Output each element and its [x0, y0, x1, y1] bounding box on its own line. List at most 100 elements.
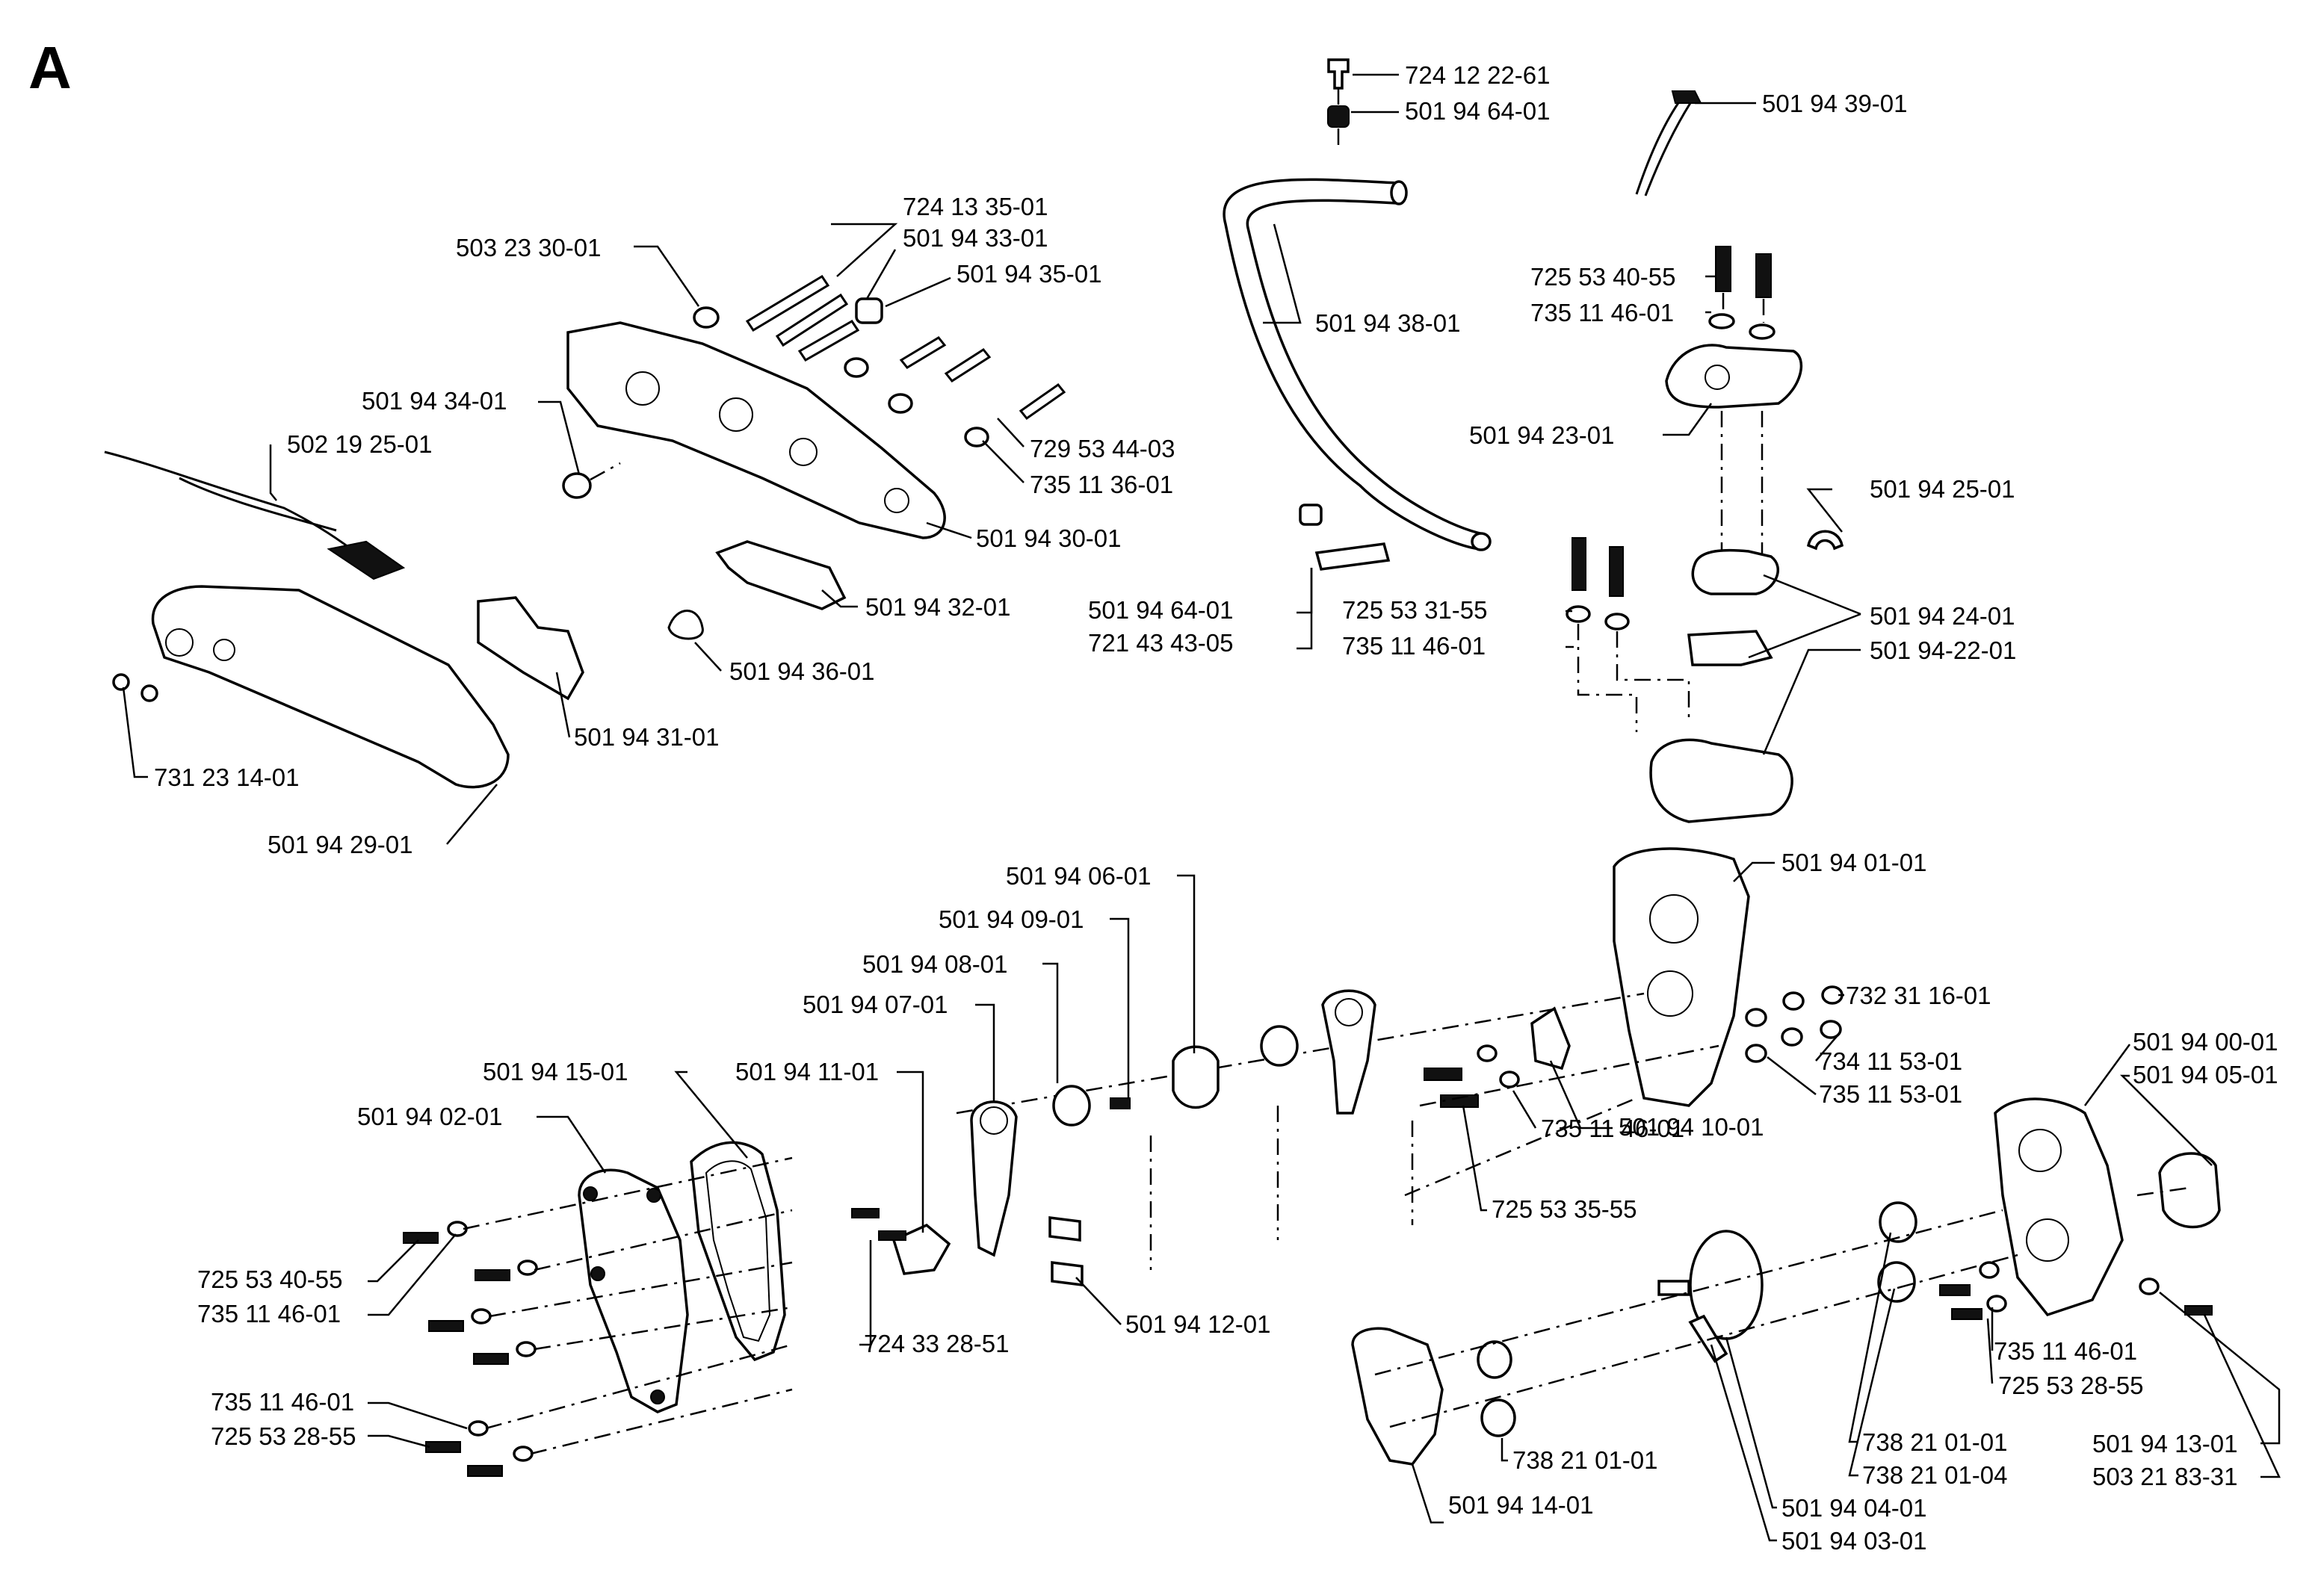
label-731-23-14-01: 731 23 14-01 — [154, 763, 300, 791]
pin-501-94-09 — [1110, 1097, 1131, 1109]
label-501-94-25-01: 501 94 25-01 — [1870, 475, 2015, 503]
label-501-94-01-01: 501 94 01-01 — [1781, 849, 1927, 876]
gasket-inner-edge — [705, 1160, 771, 1342]
label-724-13-35-01: 724 13 35-01 — [903, 193, 1048, 220]
label-721-43-43-05: 721 43 43-05 — [1088, 629, 1234, 657]
throttle-cable-end — [1671, 90, 1702, 104]
label-501-94-33-01: 501 94 33-01 — [903, 224, 1048, 252]
gearbox-assembly — [1351, 1097, 2221, 1466]
cable-part — [104, 450, 352, 551]
knob-axis — [590, 462, 621, 481]
handle-bar-end-lower — [1471, 532, 1492, 551]
cover-washer-6 — [513, 1446, 534, 1462]
cover-washer-4 — [516, 1341, 537, 1357]
screw-724-33-28-a — [851, 1208, 880, 1218]
label-725-53-35-55: 725 53 35-55 — [1492, 1195, 1637, 1223]
screw-503-21-83 — [2184, 1305, 2213, 1316]
label-501-94-32-01: 501 94 32-01 — [865, 593, 1011, 621]
label-725-53-28-55-lower: 725 53 28-55 — [211, 1422, 356, 1450]
label-735-11-46-01-left: 735 11 46-01 — [197, 1300, 341, 1327]
label-735-11-46-01-right: 735 11 46-01 — [1994, 1337, 2137, 1365]
cover-hole-2 — [213, 639, 235, 661]
pin-part — [1314, 542, 1391, 571]
label-501-94-22-01: 501 94-22-01 — [1870, 636, 2016, 664]
label-501-94-64-01-top: 501 94 64-01 — [1405, 97, 1551, 125]
bracket-part — [1687, 630, 1773, 666]
clamp-vertical-axes — [1720, 411, 1764, 568]
label-735-11-46-01-top: 735 11 46-01 — [1530, 299, 1674, 326]
bracket-base-part — [1649, 738, 1793, 823]
bracket-washer-left — [1566, 605, 1591, 623]
gearbox-bore-1 — [2018, 1129, 2062, 1172]
clamp-bolt-right — [1755, 253, 1772, 298]
label-501-94-29-01: 501 94 29-01 — [268, 831, 413, 858]
washer-a — [1782, 991, 1805, 1011]
bracket-bolt-left — [1572, 537, 1586, 591]
label-724-12-22-61: 724 12 22-61 — [1405, 61, 1551, 89]
guard-hole-4 — [884, 488, 909, 513]
handle-bar-end — [1390, 180, 1408, 205]
bearing-738-21-01-b — [1480, 1398, 1516, 1437]
label-725-53-40-55-left: 725 53 40-55 — [197, 1265, 343, 1293]
clamp-upper-part — [1665, 344, 1802, 409]
label-501-94-30-01: 501 94 30-01 — [976, 524, 1122, 552]
spring-part — [797, 320, 860, 362]
gear-shaft — [1657, 1280, 1690, 1296]
washer-c — [1745, 1008, 1767, 1027]
housing-bore-upper — [1649, 894, 1699, 944]
main-housing-part — [1613, 847, 1750, 1107]
plate-part — [477, 596, 584, 701]
bracket-bolt-right — [1609, 546, 1624, 597]
cover-bolt-2 — [475, 1269, 510, 1281]
washer-735-11-53 — [1745, 1044, 1767, 1063]
cover-bolt-hole-1 — [583, 1186, 598, 1201]
gearbox-screw-2 — [1951, 1308, 1982, 1320]
label-503-21-83-31: 503 21 83-31 — [2092, 1463, 2238, 1490]
link-arm-part — [1321, 989, 1376, 1115]
throttle-cable-part — [1635, 98, 1692, 196]
clamp-washer-right — [1749, 323, 1776, 340]
cover-bolt-3 — [428, 1320, 464, 1332]
label-503-23-30-01: 503 23 30-01 — [456, 234, 602, 261]
bearing-738-21-01-a — [1477, 1340, 1512, 1379]
gasket-501-94-15 — [690, 1141, 786, 1362]
secondary-axis-lines — [1404, 1044, 1719, 1197]
clamp-washer-left — [1708, 313, 1735, 329]
gearbox-bore-2 — [2026, 1218, 2069, 1262]
label-501-94-24-01: 501 94 24-01 — [1870, 602, 2015, 630]
cover-bolt-4 — [473, 1353, 509, 1365]
link-07-hole — [980, 1106, 1008, 1135]
nut-731-a — [112, 673, 130, 691]
label-501-94-12-01: 501 94 12-01 — [1125, 1310, 1271, 1338]
screw-725-53-35-a — [1424, 1068, 1462, 1081]
cover-hole-1 — [165, 628, 194, 657]
washer-b — [1781, 1027, 1803, 1047]
cap-501-94-11 — [891, 1223, 951, 1275]
guard-screw-2 — [944, 348, 992, 382]
handle-bar-part — [1223, 178, 1486, 551]
bearing-738-21-01-c — [1879, 1201, 1917, 1243]
link-arm-hole — [1335, 998, 1363, 1026]
label-725-53-40-55-top: 725 53 40-55 — [1530, 263, 1676, 291]
nut-734-11-53 — [1820, 1020, 1842, 1039]
label-735-11-46-01-lower: 735 11 46-01 — [211, 1388, 354, 1416]
gasket-501-94-14 — [1351, 1327, 1444, 1466]
screw-729-53-44 — [1019, 382, 1066, 421]
clamp-assembly — [1566, 246, 1844, 823]
bushing-501-94-06 — [1172, 1045, 1220, 1109]
spring-501-94-36 — [667, 610, 704, 640]
bracket-axis-lines — [1577, 624, 1690, 732]
block-501-94-12-b — [1051, 1261, 1084, 1286]
clamp-lower-part — [1691, 548, 1779, 595]
switch-part — [327, 540, 406, 580]
label-501-94-39-01: 501 94 39-01 — [1762, 90, 1908, 117]
screw-724-33-28-b — [878, 1230, 906, 1241]
gear-cover-assembly — [403, 1141, 793, 1477]
hub-501-94-05 — [2158, 1152, 2221, 1229]
label-501-94-35-01: 501 94 35-01 — [957, 260, 1102, 288]
label-501-94-10-01: 501 94 10-01 — [1619, 1113, 1764, 1141]
section-letter: A — [28, 34, 72, 101]
label-501-94-02-01: 501 94 02-01 — [357, 1103, 503, 1130]
gearbox-housing — [1994, 1097, 2124, 1317]
chain-guard-assembly — [104, 274, 1066, 789]
